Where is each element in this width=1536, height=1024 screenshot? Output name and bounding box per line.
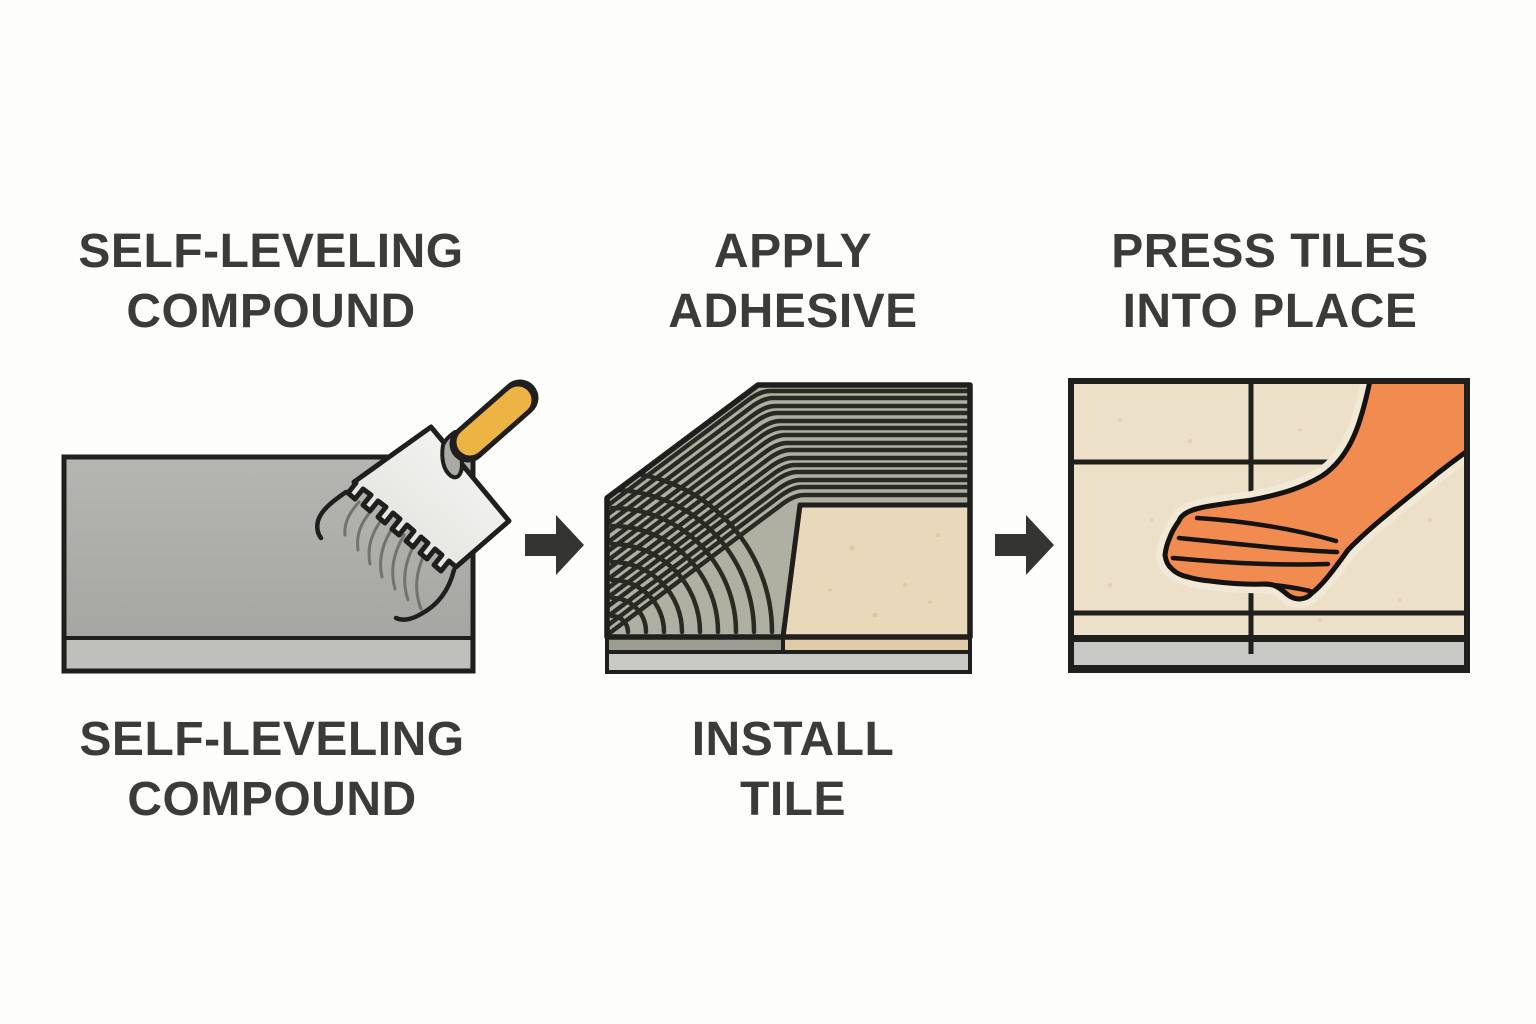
subfloor-base [1069,638,1469,669]
step1-illustration [61,379,539,674]
label-line: COMPOUND [127,773,417,826]
label-line: COMPOUND [126,285,416,338]
label-line: TILE [739,773,846,826]
pressing-hand [1156,384,1464,608]
adhesive-outline [604,382,973,640]
label-line: APPLY [713,225,873,278]
step3-top-label: PRESS TILES INTO PLACE [1111,222,1429,342]
panel-border [1068,378,1470,673]
label-line: INSTALL [691,713,895,766]
trowel-handle [456,386,532,456]
label-line: SELF-LEVELING [78,225,464,278]
adhesive-ridges [607,388,970,637]
compound-slab-base [67,640,470,669]
label-line: PRESS TILES [1111,225,1429,278]
subfloor-base [605,650,972,674]
step2-top-label: APPLY ADHESIVE [668,222,917,342]
slab-outline [61,454,476,674]
label-line: SELF-LEVELING [79,713,465,766]
finger-lines [1170,515,1340,594]
step3-illustration [1068,378,1470,673]
notched-trowel-icon [345,379,539,574]
trowel-blade [345,424,512,574]
tile [780,502,973,640]
right-arrow-icon [525,515,584,575]
step1-top-label: SELF-LEVELING COMPOUND [78,222,463,342]
label-line: ADHESIVE [668,285,918,338]
step2-bottom-label: INSTALL TILE [692,710,895,830]
right-arrow-icon [995,515,1054,575]
step1-bottom-label: SELF-LEVELING COMPOUND [79,710,464,830]
label-line: INTO PLACE [1122,285,1418,338]
tile-speckles [828,533,940,618]
step2-illustration [604,382,973,674]
